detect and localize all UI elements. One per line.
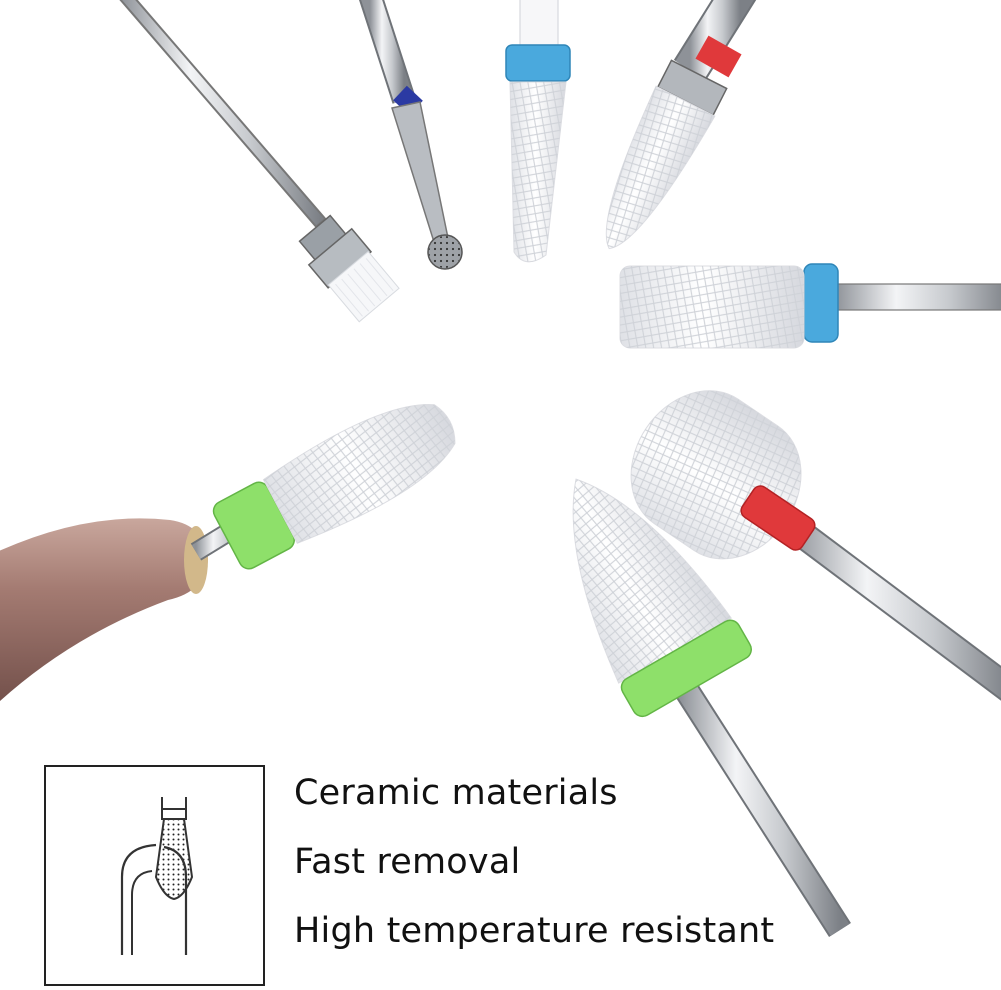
ceramic-cone-bit-green-long: [572, 478, 851, 938]
feature-ceramic-materials: Ceramic materials: [294, 773, 618, 813]
nail-icon-box: [44, 765, 265, 986]
ceramic-cone-bit-red: [605, 0, 757, 250]
feature-high-temperature-resistant: High temperature resistant: [294, 911, 775, 951]
feature-list: Ceramic materials Fast removal High temp…: [294, 776, 774, 983]
ceramic-barrel-bit-red: [630, 390, 1001, 701]
ceramic-cone-bit-green: [212, 404, 456, 570]
brush-bit: [119, 0, 400, 323]
diamond-ball-bit: [359, 0, 463, 270]
feature-fast-removal: Fast removal: [294, 842, 521, 882]
ceramic-bit-blue-small: [505, 0, 571, 263]
nail-with-bit-icon: [120, 797, 194, 955]
drill-handpiece: [0, 513, 251, 702]
ceramic-barrel-bit-blue: [619, 263, 1001, 349]
